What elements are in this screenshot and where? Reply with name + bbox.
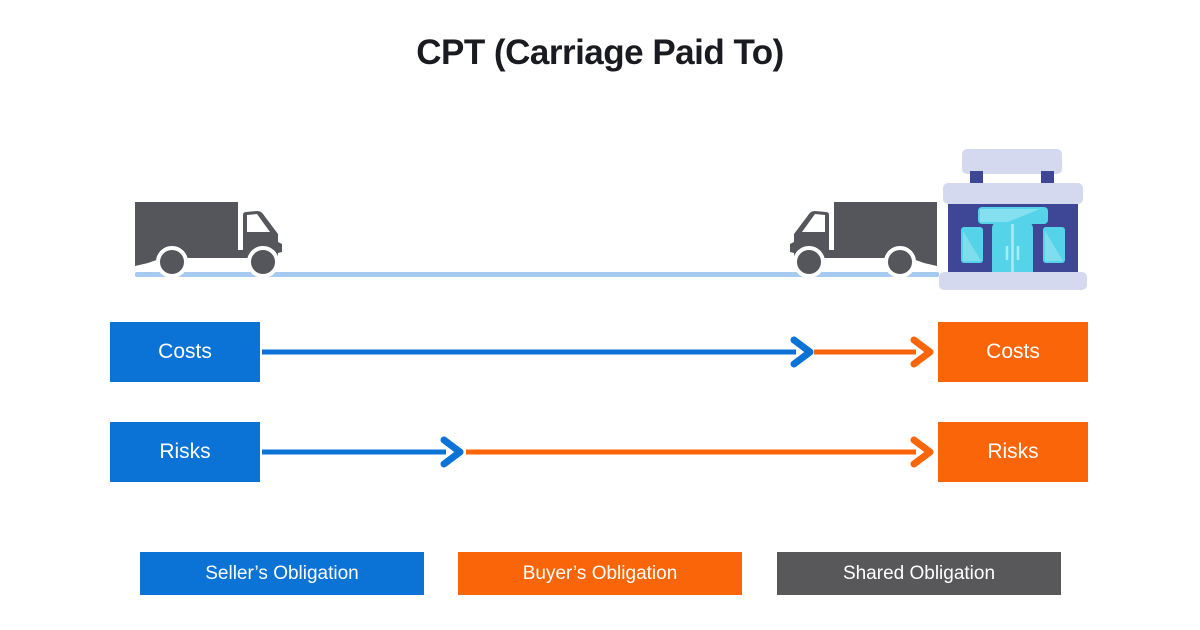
legend-shared-label: Shared Obligation — [842, 562, 996, 584]
risks-buyer-label: Risks — [987, 440, 1039, 463]
page-title: CPT (Carriage Paid To) — [416, 33, 784, 72]
truck-icon — [135, 202, 282, 278]
legend-seller-obligation: Seller’s Obligation — [140, 552, 424, 595]
risks-buyer-arrowhead-icon — [910, 436, 934, 468]
road-line — [135, 272, 939, 277]
costs-buyer-arrowhead-icon — [910, 336, 934, 368]
risks-buyer-box: Risks — [938, 422, 1088, 482]
truck-icon — [790, 202, 937, 278]
legend-shared-obligation: Shared Obligation — [777, 552, 1061, 595]
risks-seller-label: Risks — [159, 440, 211, 463]
costs-transfer-arrows — [262, 336, 934, 368]
costs-seller-box: Costs — [110, 322, 260, 382]
costs-buyer-label: Costs — [986, 340, 1040, 363]
costs-buyer-box: Costs — [938, 322, 1088, 382]
costs-seller-label: Costs — [158, 340, 212, 363]
legend-buyer-label: Buyer’s Obligation — [522, 562, 678, 584]
storefront-icon — [939, 149, 1087, 290]
legend-buyer-obligation: Buyer’s Obligation — [458, 552, 742, 595]
risks-seller-arrowhead-icon — [440, 436, 464, 468]
costs-seller-arrowhead-icon — [790, 336, 814, 368]
risks-seller-box: Risks — [110, 422, 260, 482]
legend-seller-label: Seller’s Obligation — [205, 562, 359, 584]
risks-transfer-arrows — [262, 436, 934, 468]
